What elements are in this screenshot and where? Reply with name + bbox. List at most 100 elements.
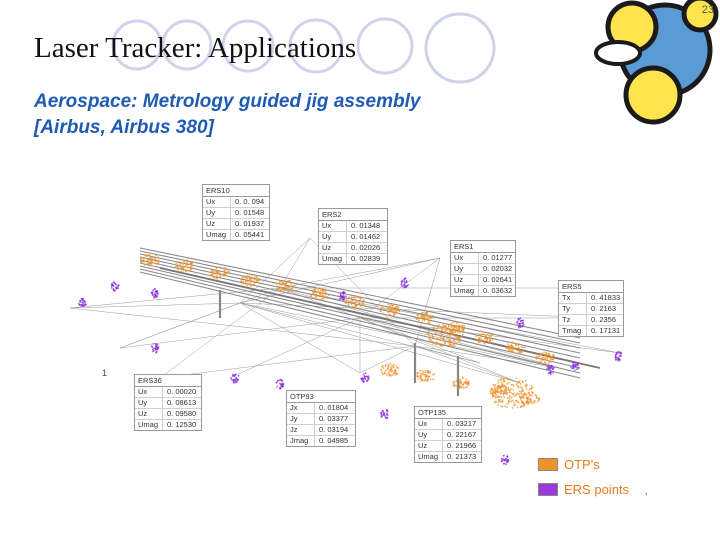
otp-point-cluster <box>240 273 261 287</box>
ers-point-cluster <box>546 364 555 376</box>
box-row: Ux 0. 03217 <box>415 419 481 430</box>
measurement-line <box>159 287 281 379</box>
ers-point-cluster <box>150 288 159 299</box>
row-key: Ux <box>415 419 443 429</box>
legend-ers-label: ERS points <box>564 482 630 497</box>
row-value: 0. 01277 <box>483 253 513 262</box>
ers-point-cluster <box>400 277 409 289</box>
point-cloud-plot <box>69 237 623 466</box>
measurement-line <box>229 317 361 379</box>
measurement-line <box>119 287 281 349</box>
box-title: ERS10 <box>203 185 269 197</box>
misc-label: 1 <box>102 368 108 378</box>
measurement-line <box>279 257 441 289</box>
row-key: Uy <box>135 398 163 408</box>
box-row: Jz 0. 03194 <box>287 425 355 436</box>
measurement-line <box>69 302 241 309</box>
measurement-line <box>414 345 561 369</box>
row-key: Uy <box>415 430 443 440</box>
box-title: ERS36 <box>135 375 201 387</box>
row-key: Uz <box>135 409 163 419</box>
box-title: ERS1 <box>451 241 515 253</box>
row-value: 0. 00020 <box>167 387 197 396</box>
row-value: 0. 02839 <box>351 254 381 263</box>
measurement-line <box>139 271 581 379</box>
otp-point-cluster <box>139 254 160 267</box>
row-key: Tx <box>559 293 587 303</box>
otp-point-cluster <box>426 324 464 348</box>
row-value: 0. 01937 <box>235 219 265 228</box>
misc-label: , <box>645 486 648 496</box>
row-value: 0. 04985 <box>319 436 349 445</box>
row-value: 0. 2163 <box>591 304 617 313</box>
measurement-line <box>414 345 481 364</box>
box-title: OTP135 <box>415 407 481 419</box>
ers-point-cluster <box>275 378 285 390</box>
row-value: 0. 01348 <box>351 221 381 230</box>
row-value: 0. 03217 <box>447 419 477 428</box>
measurement-line <box>359 317 561 369</box>
ers-point-cluster <box>360 372 370 383</box>
ers-point-cluster <box>230 373 240 384</box>
row-value: 0. 09580 <box>167 409 197 418</box>
row-value: 0. 21966 <box>447 441 477 450</box>
row-key: Umag <box>203 230 231 240</box>
row-value: 0. 03632 <box>483 286 513 295</box>
row-value: 0. 08613 <box>167 398 197 407</box>
legend-otp: OTP's <box>538 457 600 472</box>
measurement-line <box>414 345 521 384</box>
measurement-line <box>159 345 416 379</box>
row-value: 0. 05441 <box>235 230 265 239</box>
row-key: Jmag <box>287 436 315 446</box>
row-value: 0. 03194 <box>319 425 349 434</box>
box-title: OTP93 <box>287 391 355 403</box>
ers-point-cluster <box>500 454 510 466</box>
measurement-line <box>119 317 361 349</box>
measurement-line <box>239 302 521 384</box>
row-key: Ux <box>135 387 163 397</box>
otp-point-cluster <box>415 311 434 325</box>
measurement-line <box>359 345 416 374</box>
measurement-line <box>239 302 361 374</box>
ers-point-cluster <box>338 291 347 301</box>
measurement-line <box>239 257 441 304</box>
otp-point-cluster <box>489 377 534 409</box>
otp-point-cluster <box>380 363 400 377</box>
ers-swatch <box>538 483 558 496</box>
box-row: Uz 0. 21966 <box>415 441 481 452</box>
box-row: Ux 0. 00020 <box>135 387 201 398</box>
row-key: Jz <box>287 425 315 435</box>
otp-point-cluster <box>414 369 435 382</box>
otp-point-cluster <box>452 376 470 389</box>
row-key: Umag <box>135 420 163 430</box>
box-row: Uy 0. 08613 <box>135 398 201 409</box>
box-row: Jmag 0. 04985 <box>287 436 355 446</box>
measurement-line <box>69 307 416 347</box>
row-key: Uz <box>415 441 443 451</box>
subtitle-line-2: [Airbus, Airbus 380] <box>34 116 214 138</box>
row-key: Uy <box>451 264 479 274</box>
otp-point-cluster <box>209 266 231 280</box>
otp-point-cluster <box>535 351 555 365</box>
row-key: Ty <box>559 304 587 314</box>
measurement-line <box>139 265 581 369</box>
otp-point-cluster <box>475 331 494 345</box>
otp-point-cluster <box>344 296 365 309</box>
